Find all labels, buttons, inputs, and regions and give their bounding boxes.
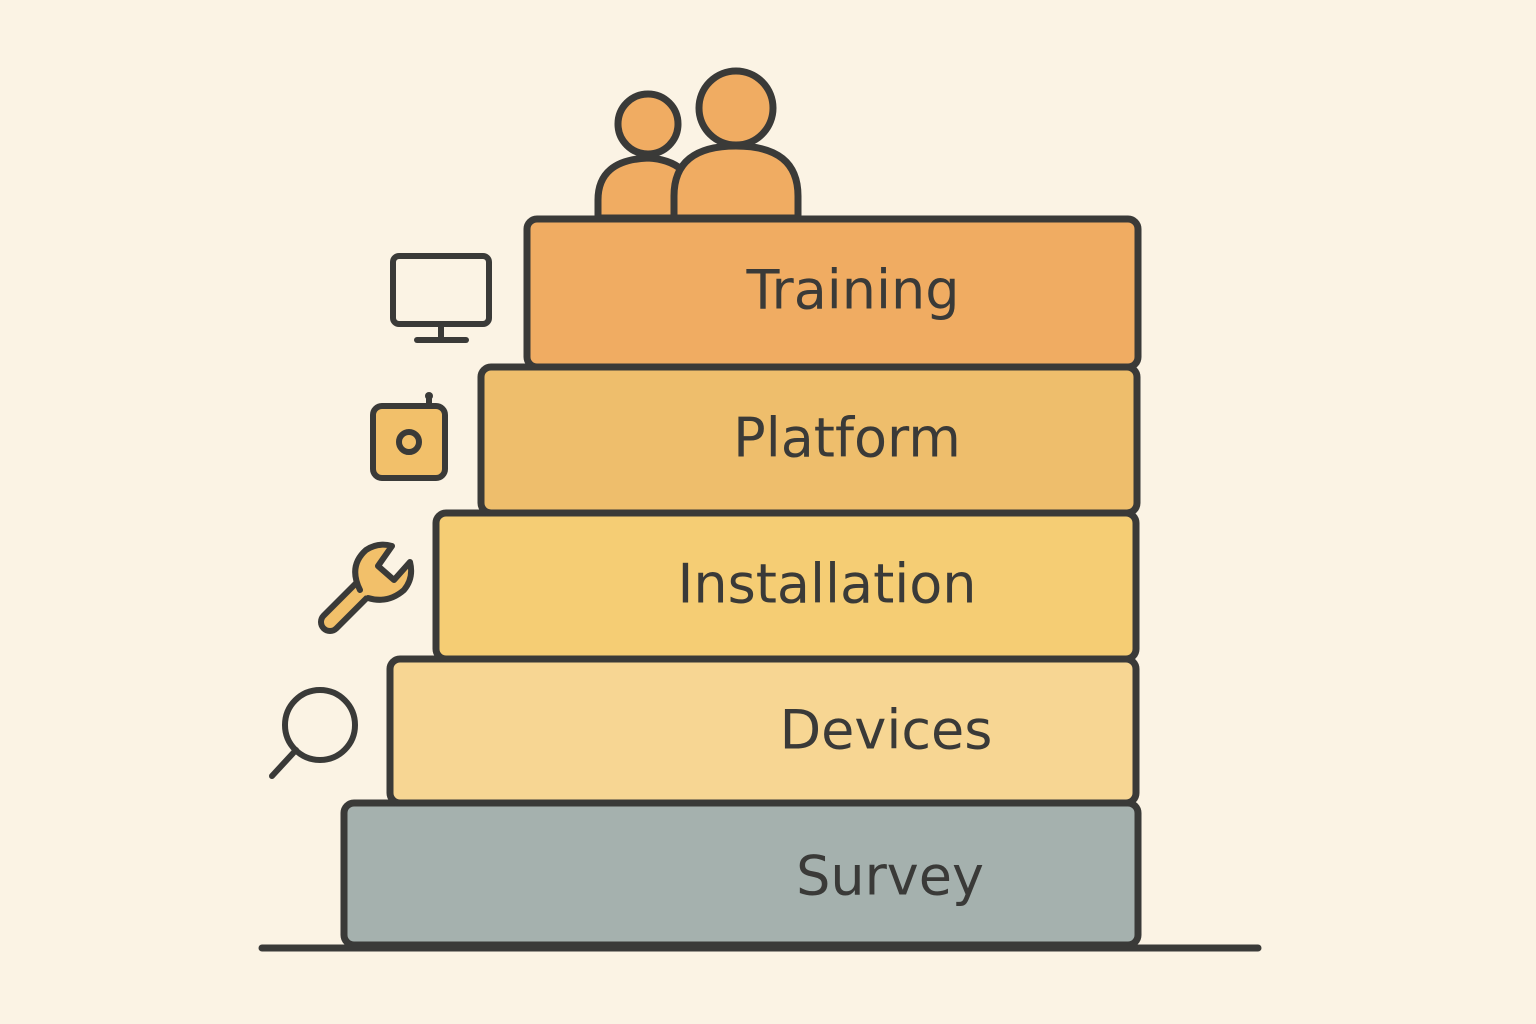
step-training: Training <box>523 215 1142 371</box>
step-devices-label: Devices <box>780 699 993 762</box>
camera-device-icon <box>370 392 448 481</box>
people-icon <box>594 67 802 222</box>
step-training-label: Training <box>745 259 959 322</box>
step-survey-label: Survey <box>796 845 984 908</box>
step-installation: Installation <box>432 509 1140 663</box>
step-platform: Platform <box>477 363 1141 517</box>
wrench-icon <box>318 541 415 634</box>
step-platform-label: Platform <box>733 407 961 470</box>
magnifier-icon <box>269 687 358 779</box>
step-devices: Devices <box>386 655 1140 807</box>
monitor-icon <box>390 253 492 343</box>
step-survey-block <box>340 799 1142 949</box>
step-devices-block <box>386 655 1140 807</box>
step-installation-label: Installation <box>677 553 976 616</box>
step-survey: Survey <box>340 799 1142 949</box>
step-training-block <box>523 215 1142 371</box>
